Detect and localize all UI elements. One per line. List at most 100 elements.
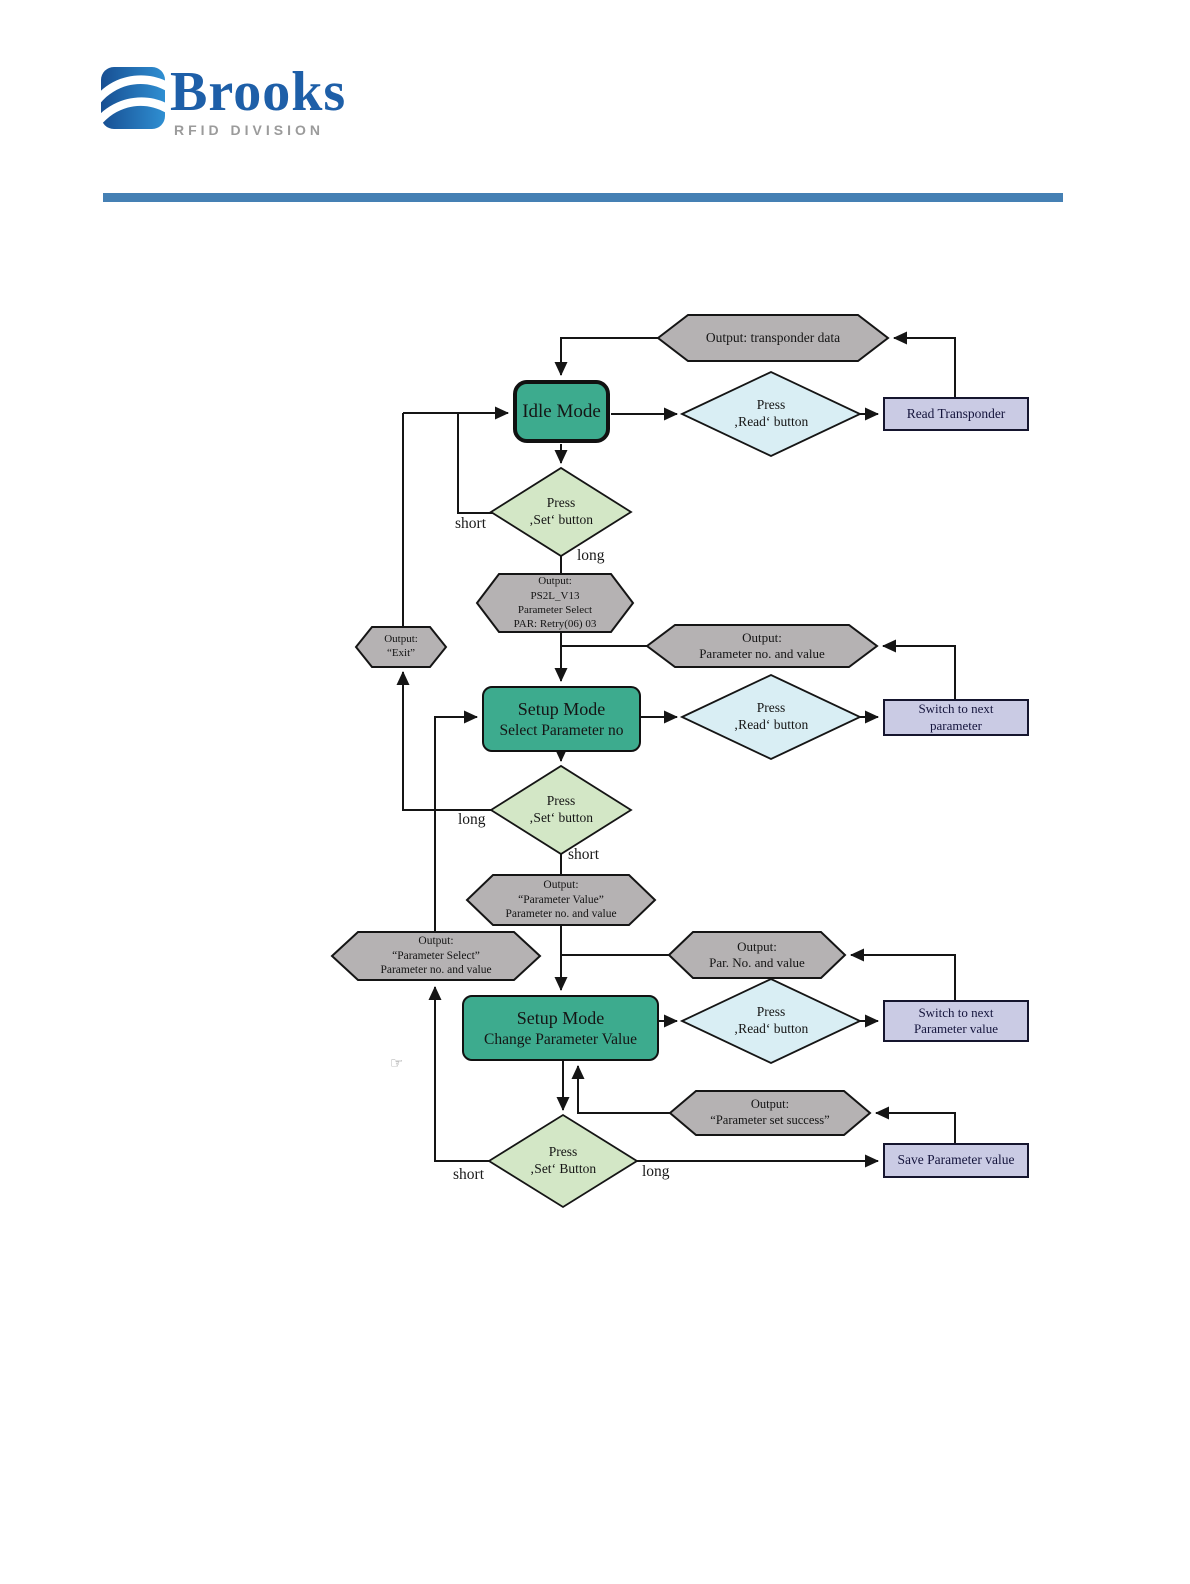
output-ps2l-line4: PAR: Retry(06) 03 [513, 618, 597, 631]
press-set-3-text: Press ‚Set‘ Button [489, 1115, 637, 1207]
save-parameter-value-label: Save Parameter value [897, 1152, 1015, 1168]
press-read-1-line2: ‚Read‘ button [733, 414, 809, 429]
press-read-2-line1: Press [756, 700, 786, 716]
output-ps2l-line2: PS2L_V13 [530, 589, 580, 602]
output-parameter-value-text: Output: “Parameter Value” Parameter no. … [467, 875, 655, 925]
press-read-1-line1: Press [756, 397, 786, 413]
press-set-3-line2: ‚Set‘ Button [529, 1161, 597, 1176]
output-parameter-set-success-line1: Output: [750, 1097, 790, 1112]
edge-set2-long-to-exit [396, 671, 491, 811]
switch-next-parameter-line2: parameter [930, 717, 982, 733]
press-read-3-line1: Press [756, 1004, 786, 1020]
switch-next-parameter-value-line1: Switch to next [918, 1004, 994, 1020]
press-set-2-line1: Press [546, 793, 576, 809]
idle-mode-label: Idle Mode [522, 400, 601, 422]
header-divider [103, 193, 1063, 202]
edge-switch2-to-parnovalue2 [850, 948, 956, 1000]
pointing-hand-icon: ☞ [390, 1054, 404, 1072]
setup-select-title: Setup Mode [517, 699, 606, 720]
output-parameter-set-success-text: Output: “Parameter set success” [670, 1091, 870, 1135]
output-exit-line1: Output: [384, 633, 418, 646]
output-transponder-hexagon [656, 314, 890, 362]
output-parameter-no-value-line2: Parameter no. and value [699, 646, 825, 661]
output-par-no-value-hexagon [667, 931, 847, 979]
output-par-no-value-text: Output: Par. No. and value [669, 932, 845, 978]
output-parameter-select-line2: “Parameter Select” [392, 949, 480, 962]
output-parameter-no-value-text: Output: Parameter no. and value [647, 625, 877, 667]
output-parameter-value-line2: “Parameter Value” [518, 893, 604, 906]
brooks-logo-icon [100, 67, 166, 129]
press-set-3-line1: Press [548, 1144, 578, 1160]
output-parameter-set-success-hexagon [668, 1090, 872, 1136]
edge-set3-short-up [428, 986, 491, 1162]
press-read-diamond-1 [679, 371, 863, 457]
setup-mode-change-state: Setup Mode Change Parameter Value [462, 995, 659, 1061]
idle-mode-state: Idle Mode [513, 380, 610, 443]
press-read-3-line2: ‚Read‘ button [733, 1021, 809, 1036]
output-ps2l-text: Output: PS2L_V13 Parameter Select PAR: R… [477, 574, 633, 632]
output-ps2l-line3: Parameter Select [517, 604, 593, 616]
connectors [396, 331, 956, 1168]
edge-label-long-2: long [458, 811, 486, 828]
output-parameter-set-success-line2: “Parameter set success” [710, 1113, 830, 1127]
output-parameter-value-line1: Output: [543, 879, 579, 892]
switch-next-parameter-value-action: Switch to next Parameter value [883, 1000, 1029, 1042]
press-read-diamond-2 [679, 674, 863, 760]
switch-next-parameter-line1: Switch to next [918, 701, 994, 717]
read-transponder-action: Read Transponder [883, 397, 1029, 431]
output-parameter-value-line3: Parameter no. and value [505, 908, 617, 921]
output-ps2l-hexagon [475, 573, 635, 633]
press-read-diamond-3 [679, 978, 863, 1064]
press-set-1-line2: ‚Set‘ button [528, 512, 594, 527]
switch-next-parameter-value-line2: Parameter value [913, 1021, 999, 1036]
setup-mode-select-state: Setup Mode Select Parameter no [482, 686, 641, 752]
edge-save-to-setsuccess [875, 1106, 956, 1143]
press-set-2-text: Press ‚Set‘ button [491, 766, 631, 854]
brand-wordmark: Brooks [170, 61, 347, 123]
division-label: RFID DIVISION [174, 122, 325, 138]
output-transponder-text: Output: transponder data [658, 315, 888, 361]
edge-readtransponder-to-output [893, 331, 956, 397]
press-set-1-text: Press ‚Set‘ button [491, 468, 631, 556]
output-parameter-no-value-hexagon [645, 624, 879, 668]
output-par-no-value-line1: Output: [737, 938, 777, 954]
edge-switch1-to-paramnovalue [882, 639, 956, 699]
output-par-no-value-line2: Par. No. and value [709, 955, 805, 970]
setup-change-title: Setup Mode [516, 1008, 605, 1029]
output-parameter-select-line3: Parameter no. and value [380, 964, 492, 977]
setup-change-subtitle: Change Parameter Value [484, 1030, 637, 1048]
switch-next-parameter-action: Switch to next parameter [883, 699, 1029, 736]
save-parameter-value-action: Save Parameter value [883, 1143, 1029, 1178]
output-parameter-select-line1: Output: [418, 935, 454, 948]
output-exit-line2: “Exit” [386, 647, 416, 659]
output-parameter-value-hexagon [465, 874, 657, 926]
output-ps2l-line1: Output: [538, 575, 572, 588]
output-parameter-select-hexagon [330, 931, 542, 981]
edge-short1-loop [457, 413, 493, 514]
edge-output-to-idle [554, 337, 658, 376]
press-set-diamond-3 [487, 1113, 639, 1209]
read-transponder-label: Read Transponder [906, 405, 1006, 421]
edge-paramselect-to-setup1 [434, 710, 478, 932]
press-read-3-text: Press ‚Read‘ button [682, 979, 860, 1063]
press-set-diamond-2 [489, 764, 633, 856]
setup-select-subtitle: Select Parameter no [499, 721, 624, 739]
press-set-diamond-1 [489, 466, 633, 558]
output-exit-hexagon [354, 626, 448, 668]
edge-label-short-2: short [568, 846, 599, 863]
edge-label-short-3: short [453, 1166, 484, 1183]
press-read-2-line2: ‚Read‘ button [733, 717, 809, 732]
output-parameter-select-text: Output: “Parameter Select” Parameter no.… [332, 932, 540, 980]
press-set-1-line1: Press [546, 495, 576, 511]
output-exit-text: Output: “Exit” [356, 627, 446, 667]
press-read-2-text: Press ‚Read‘ button [682, 675, 860, 759]
press-set-2-line2: ‚Set‘ button [528, 810, 594, 825]
edge-label-long-1: long [577, 547, 605, 564]
edge-label-long-3: long [642, 1163, 670, 1180]
output-parameter-no-value-line1: Output: [742, 629, 782, 645]
edge-setsuccess-to-setup2 [571, 1065, 670, 1114]
output-transponder-line1: Output: transponder data [705, 329, 841, 345]
press-read-1-text: Press ‚Read‘ button [682, 372, 860, 456]
